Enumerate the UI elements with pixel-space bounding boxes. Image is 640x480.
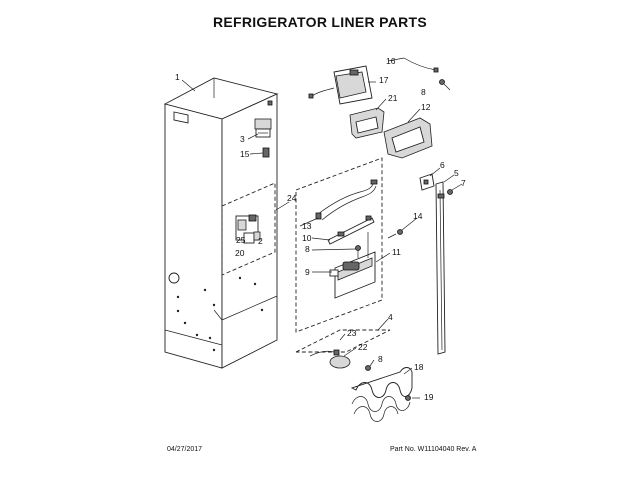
part-8-screw-top <box>439 79 445 85</box>
refrigerator-liner-cabinet <box>163 77 279 369</box>
callout-11: 11 <box>392 247 401 257</box>
callout-15: 15 <box>240 149 250 159</box>
part-6-bracket <box>419 173 435 191</box>
callout-25: 25 <box>236 235 246 245</box>
callout-5: 5 <box>454 168 459 178</box>
callout-24: 24 <box>287 193 297 203</box>
callout-7: 7 <box>461 178 466 188</box>
diagram-title: REFRIGERATOR LINER PARTS <box>212 14 428 30</box>
callout-18: 18 <box>414 362 424 372</box>
part-18-evaporator <box>350 367 413 422</box>
part-3-bracket <box>255 128 271 138</box>
part-14-screw <box>387 229 403 239</box>
callout-20: 20 <box>235 248 245 258</box>
part-17-light-housing <box>308 65 373 105</box>
part-19-screw <box>405 395 411 401</box>
footer-part-number: Part No. W11104040 Rev. A <box>390 446 477 453</box>
callout-2: 2 <box>258 236 263 246</box>
part-12-bracket <box>383 117 433 159</box>
callout-labels: 1 2 3 4 5 6 7 8 8 8 9 10 11 12 13 14 15 … <box>175 56 466 402</box>
callout-16: 16 <box>386 56 396 66</box>
callout-3: 3 <box>240 134 245 144</box>
callout-4: 4 <box>388 312 393 322</box>
part-7-screw <box>447 189 453 195</box>
callout-10: 10 <box>302 233 312 243</box>
assembly-24-group <box>221 182 276 276</box>
callout-22: 22 <box>358 342 368 352</box>
callout-13: 13 <box>302 221 312 231</box>
callout-21: 21 <box>388 93 398 103</box>
callout-9: 9 <box>305 267 310 277</box>
leader-lines <box>181 57 463 399</box>
electrical-assembly-group <box>295 157 383 333</box>
callout-19: 19 <box>424 392 434 402</box>
part-16-wire <box>403 57 439 73</box>
callout-14: 14 <box>413 211 423 221</box>
callout-12: 12 <box>421 102 431 112</box>
part-15-clip <box>262 147 270 158</box>
callout-1: 1 <box>175 72 180 82</box>
callout-8-bottom: 8 <box>378 354 383 364</box>
callout-8-top: 8 <box>421 87 426 97</box>
callout-8-mid: 8 <box>305 244 310 254</box>
assembly-4-group <box>295 329 391 371</box>
callout-6: 6 <box>440 160 445 170</box>
callout-17: 17 <box>379 75 389 85</box>
footer-date: 04/27/2017 <box>167 446 203 453</box>
part-5-rail <box>435 181 446 355</box>
part-21-bracket <box>349 107 385 139</box>
callout-23: 23 <box>347 328 357 338</box>
